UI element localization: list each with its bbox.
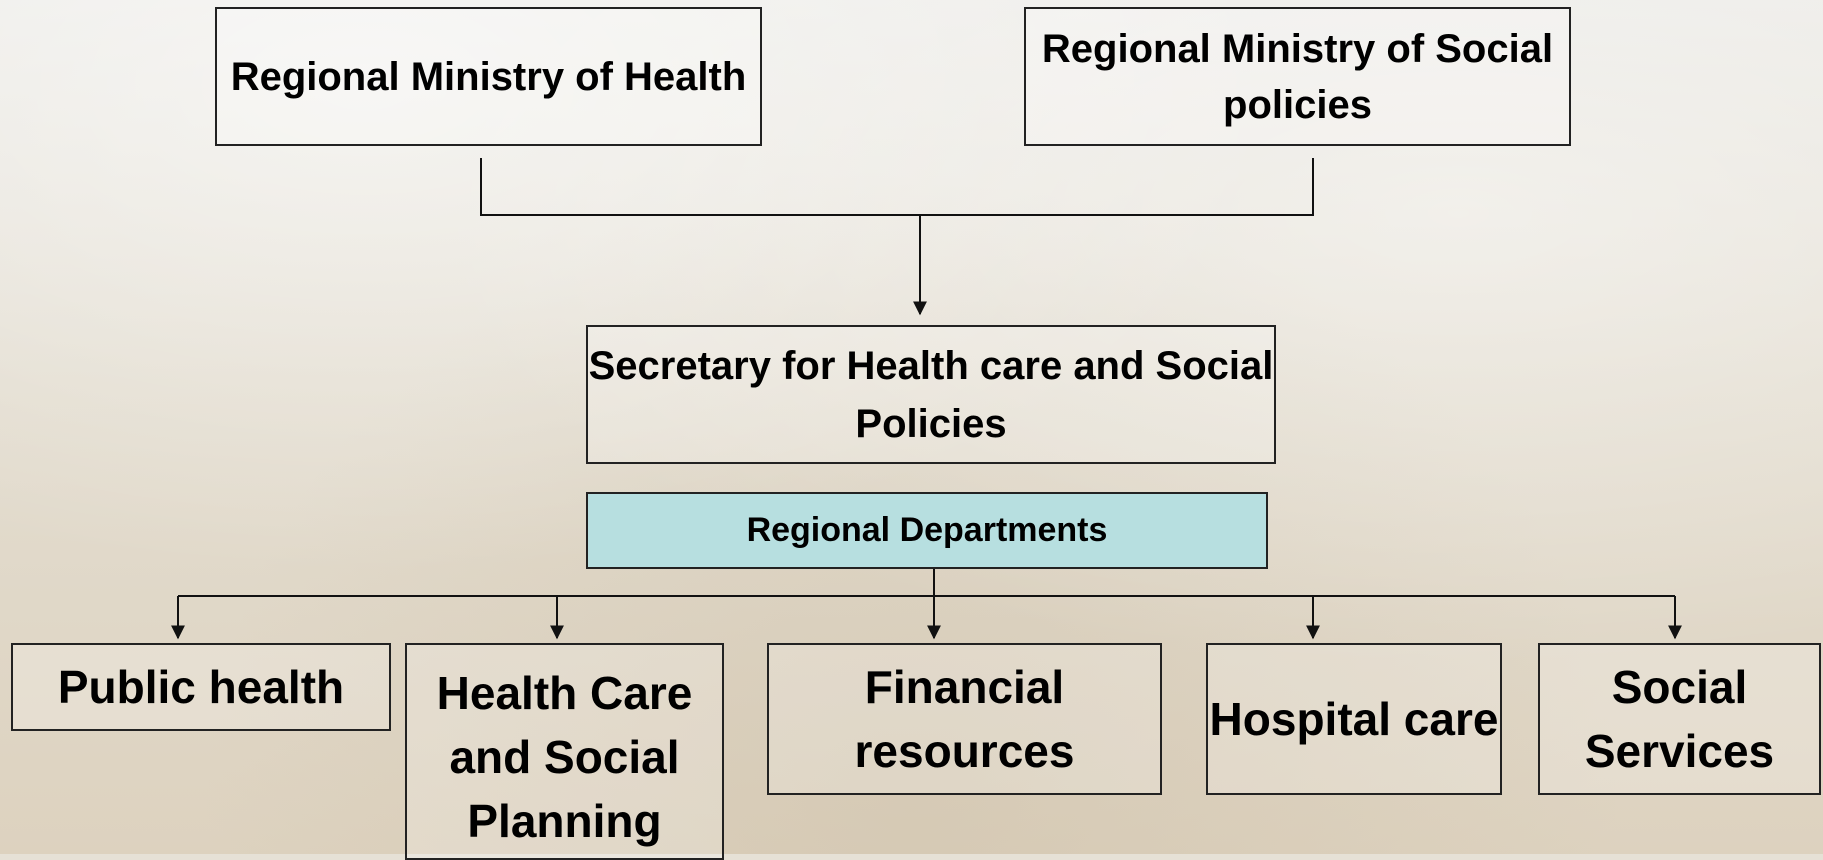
node-financial-resources: Financial resources	[767, 643, 1162, 795]
node-social-services: Social Services	[1538, 643, 1821, 795]
node-regional-departments-label: Regional Departments	[746, 511, 1108, 549]
node-public-health: Public health	[11, 643, 391, 731]
node-ministry-health: Regional Ministry of Health	[215, 7, 762, 146]
node-ministry-social: Regional Ministry of Social policies	[1024, 7, 1571, 146]
node-hospital-care-label: Hospital care	[1209, 693, 1499, 745]
node-regional-departments: Regional Departments	[586, 492, 1268, 569]
node-health-care-planning-label: Health Care and Social Planning	[436, 667, 693, 847]
node-financial-resources-label: Financial resources	[854, 661, 1075, 777]
node-secretary-label: Secretary for Health care and Social Pol…	[588, 343, 1274, 446]
node-hospital-care: Hospital care	[1206, 643, 1502, 795]
node-ministry-health-label: Regional Ministry of Health	[230, 54, 747, 99]
node-social-services-label: Social Services	[1584, 661, 1775, 777]
node-health-care-planning: Health Care and Social Planning	[405, 643, 724, 860]
node-ministry-social-label: Regional Ministry of Social policies	[1041, 26, 1554, 127]
node-secretary: Secretary for Health care and Social Pol…	[586, 325, 1276, 464]
node-public-health-label: Public health	[57, 661, 345, 713]
